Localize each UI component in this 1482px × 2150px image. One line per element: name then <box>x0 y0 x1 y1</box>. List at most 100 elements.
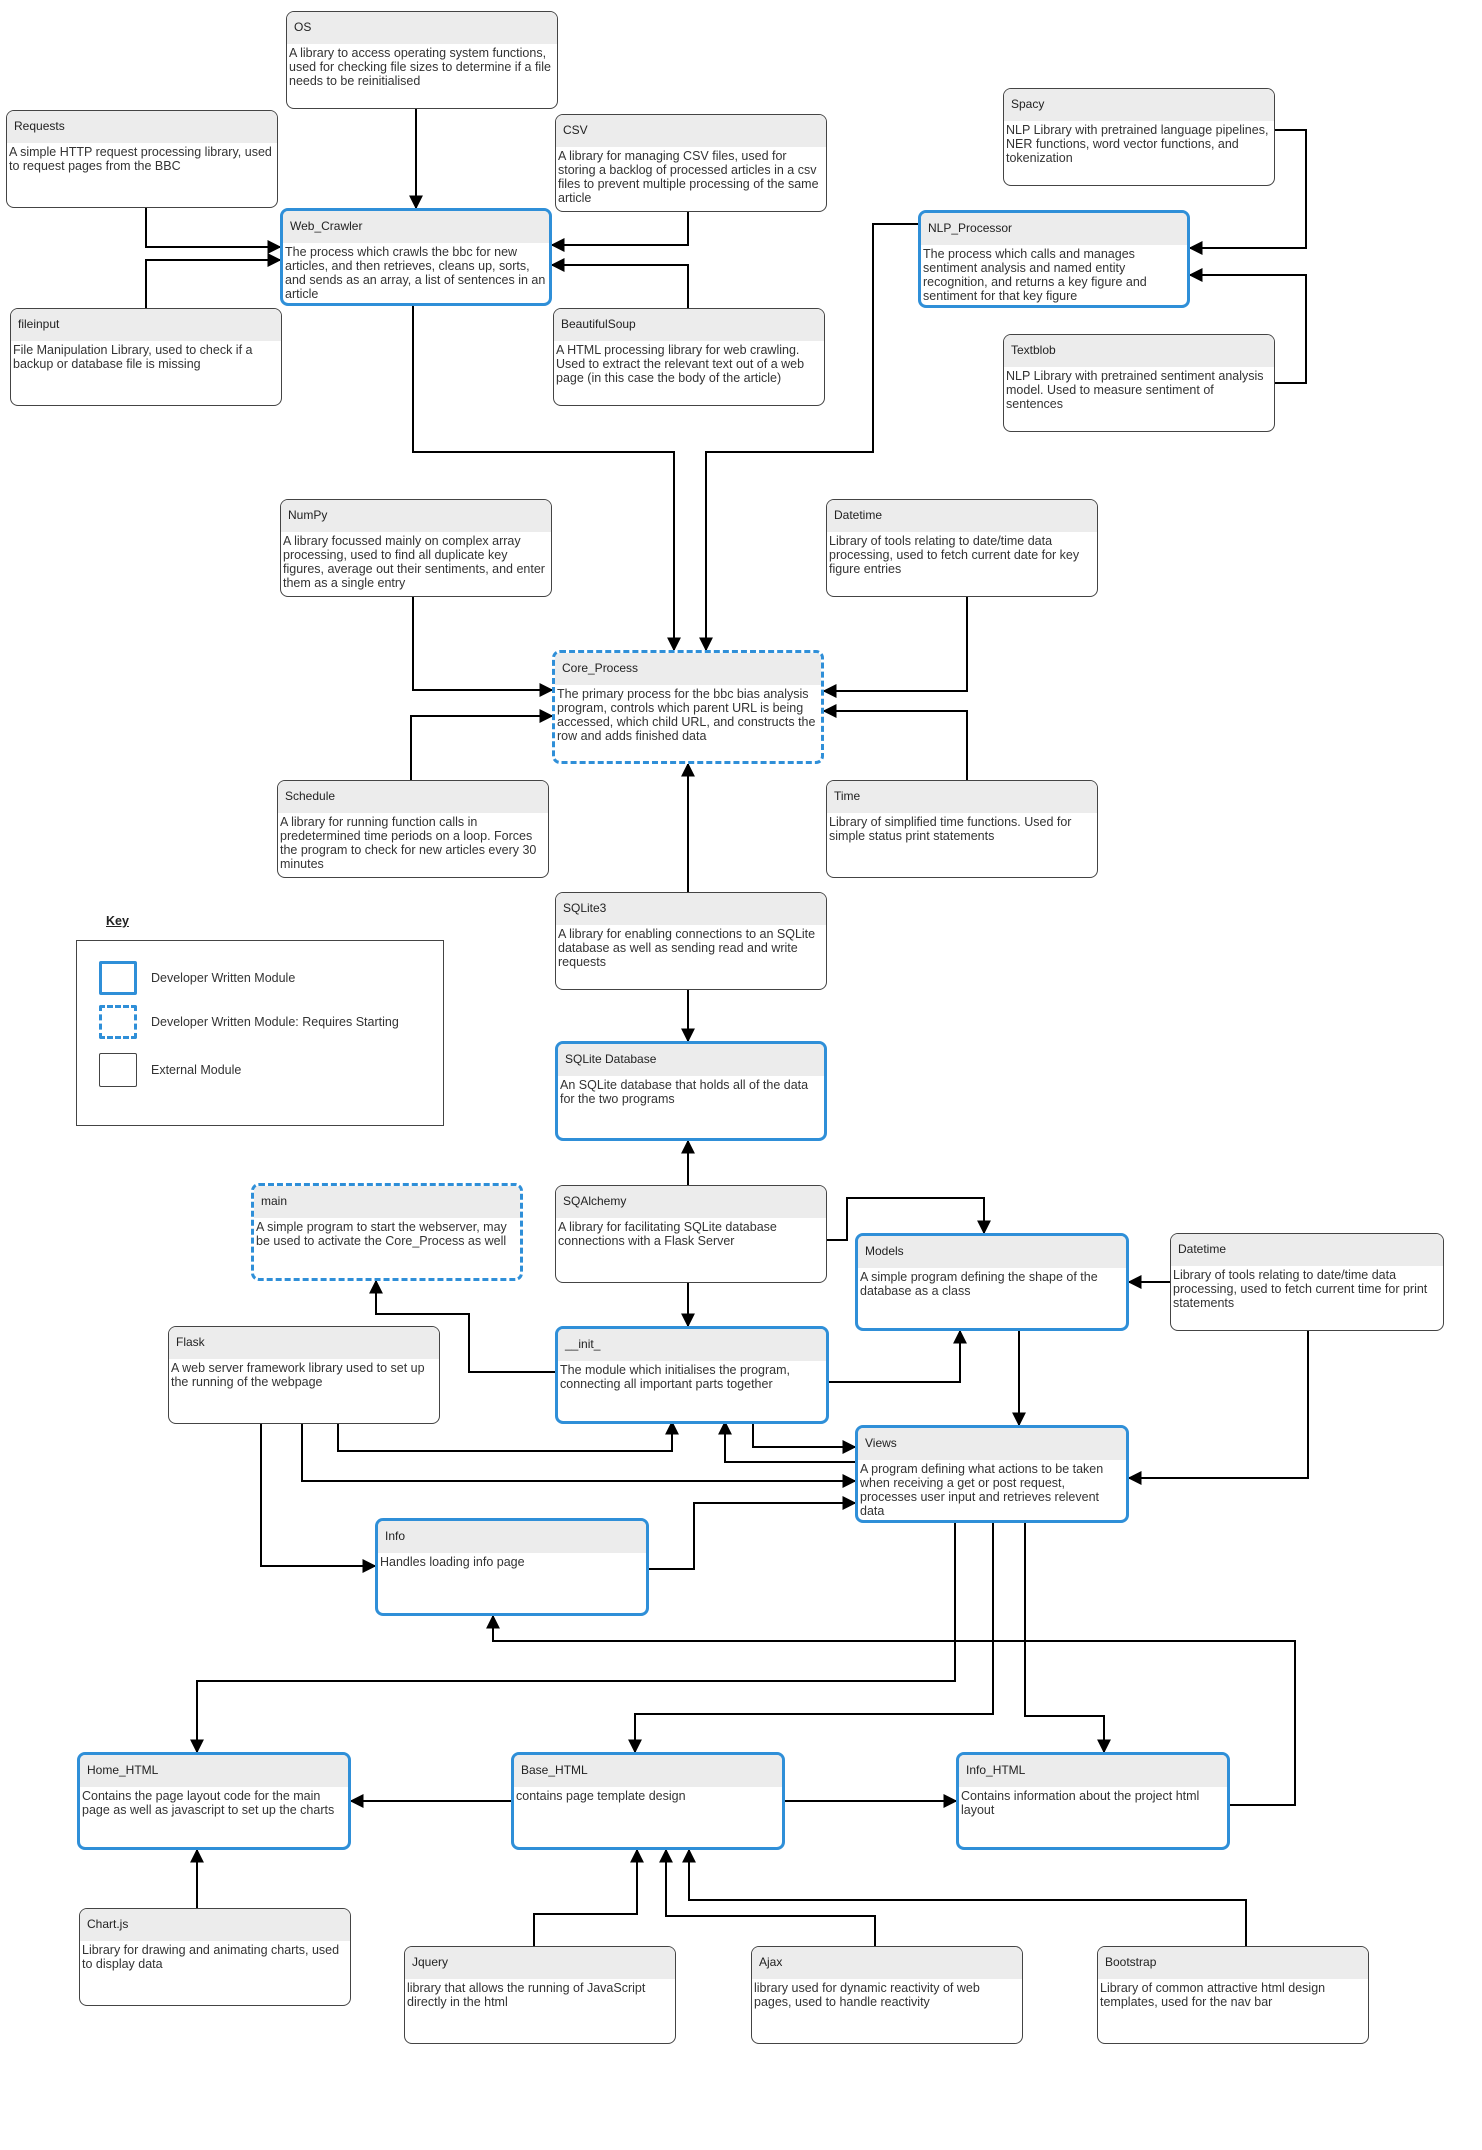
node-description: Library of common attractive html design… <box>1100 1981 1326 2009</box>
node-title: SQLite Database <box>558 1044 824 1076</box>
node-title: SQLite3 <box>556 893 826 925</box>
node-title: Jquery <box>405 1947 675 1979</box>
node-description: library used for dynamic reactivity of w… <box>754 1981 980 2009</box>
node-title: fileinput <box>11 309 281 341</box>
key-swatch-requires-starting <box>99 1005 137 1039</box>
node-description: Library of tools relating to date/time d… <box>829 534 1080 576</box>
node-description: Handles loading info page <box>380 1555 525 1569</box>
node-title: Datetime <box>1171 1234 1443 1266</box>
key-title: Key <box>106 914 129 928</box>
key-label-external: External Module <box>151 1063 242 1077</box>
node-title: Info <box>378 1521 646 1553</box>
node-description: Contains the page layout code for the ma… <box>82 1789 335 1817</box>
connector-views-to-base <box>628 1523 994 1754</box>
connector-nlp-to-core <box>699 223 918 652</box>
node-description: A simple program to start the webserver,… <box>256 1220 507 1248</box>
node-description: A library for enabling connections to an… <box>558 927 816 969</box>
node-title: Spacy <box>1004 89 1274 121</box>
node-title: Textblob <box>1004 335 1274 367</box>
connector-views-to-infohtml <box>1024 1523 1111 1754</box>
node-description: A HTML processing library for web crawli… <box>556 343 805 385</box>
connector-textblob-to-nlp <box>1188 268 1307 384</box>
key-swatch-developer <box>99 961 137 995</box>
node-description: Library of simplified time functions. Us… <box>829 815 1072 843</box>
connector-flask-to-views <box>301 1424 857 1488</box>
node-description: contains page template design <box>516 1789 686 1803</box>
connector-webcrawler-to-core <box>412 306 681 652</box>
connector-csv-to-webcrawler <box>550 212 689 252</box>
connector-flask-to-info <box>260 1424 377 1573</box>
connector-infohtml-to-info <box>486 1614 1296 1806</box>
node-title: __init_ <box>558 1329 826 1361</box>
node-title: Requests <box>7 111 277 143</box>
node-title: Core_Process <box>555 653 821 685</box>
connector-views-to-home <box>190 1523 956 1754</box>
node-description: A library for running function calls in … <box>280 815 537 871</box>
node-description: A library for facilitating SQLite databa… <box>558 1220 777 1248</box>
node-title: Views <box>858 1428 1126 1460</box>
connector-sqlalchemy-to-models <box>827 1197 991 1241</box>
key-legend: Developer Written Module Developer Writt… <box>76 940 444 1126</box>
node-title: Bootstrap <box>1098 1947 1368 1979</box>
node-title: Ajax <box>752 1947 1022 1979</box>
node-description: NLP Library with pretrained language pip… <box>1006 123 1269 165</box>
node-description: The process which calls and manages sent… <box>923 247 1147 303</box>
node-init: __init_The module which initialises the … <box>555 1326 829 1424</box>
node-description: A library focussed mainly on complex arr… <box>283 534 545 590</box>
connector-ajax-to-base <box>659 1848 876 1946</box>
connector-init-to-views <box>752 1422 857 1454</box>
node-description: Library of tools relating to date/time d… <box>1173 1268 1428 1310</box>
node-title: Datetime <box>827 500 1097 532</box>
node-title: Schedule <box>278 781 548 813</box>
node-description: Contains information about the project h… <box>961 1789 1200 1817</box>
connector-datetime2-to-views <box>1127 1331 1309 1485</box>
node-description: NLP Library with pretrained sentiment an… <box>1006 369 1264 411</box>
node-title: Flask <box>169 1327 439 1359</box>
key-swatch-external <box>99 1053 137 1087</box>
connector-requests-to-webcrawler <box>145 208 282 254</box>
connector-init-to-models <box>829 1329 967 1383</box>
node-description: A simple HTTP request processing library… <box>9 145 272 173</box>
key-label-requires-starting: Developer Written Module: Requires Start… <box>151 1015 399 1029</box>
connector-jquery-to-base <box>533 1848 644 1946</box>
connector-time-to-core <box>822 704 968 780</box>
node-title: BeautifulSoup <box>554 309 824 341</box>
connector-flask-to-init <box>337 1420 679 1452</box>
node-description: A simple program defining the shape of t… <box>860 1270 1098 1298</box>
node-title: Models <box>858 1236 1126 1268</box>
node-description: A library to access operating system fun… <box>289 46 551 88</box>
node-title: Info_HTML <box>959 1755 1227 1787</box>
connector-datetime1-to-core <box>822 597 968 698</box>
node-title: CSV <box>556 115 826 147</box>
node-description: An SQLite database that holds all of the… <box>560 1078 809 1106</box>
key-label-developer: Developer Written Module <box>151 971 296 985</box>
node-description: A program defining what actions to be ta… <box>860 1462 1104 1518</box>
node-description: library that allows the running of JavaS… <box>407 1981 646 2009</box>
node-title: Home_HTML <box>80 1755 348 1787</box>
node-description: A web server framework library used to s… <box>171 1361 425 1389</box>
node-title: NumPy <box>281 500 551 532</box>
node-title: main <box>254 1186 520 1218</box>
